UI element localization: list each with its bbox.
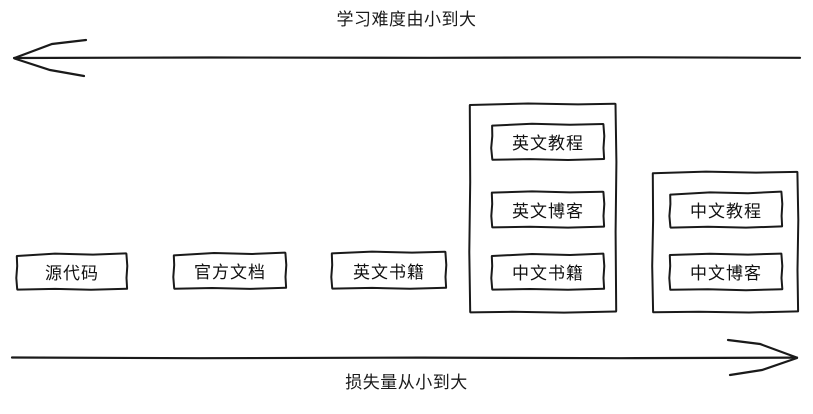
item-english-books[interactable]: 英文书籍 [330, 250, 448, 290]
top-axis-label: 学习难度由小到大 [336, 10, 477, 30]
item-source-code[interactable]: 源代码 [15, 252, 129, 291]
item-chinese-books[interactable]: 中文书籍 [490, 252, 606, 291]
item-english-tutorial[interactable]: 英文教程 [490, 122, 606, 161]
item-source-code-border [15, 252, 129, 291]
item-official-docs-border [172, 251, 288, 290]
item-chinese-books-border [490, 252, 606, 291]
item-official-docs[interactable]: 官方文档 [172, 251, 288, 290]
group-chinese-border [651, 170, 800, 314]
group-english-border [468, 102, 618, 314]
bottom-axis-label: 损失量从小到大 [345, 373, 468, 393]
group-chinese[interactable] [651, 170, 800, 314]
item-english-blog-border [490, 190, 606, 229]
item-chinese-tutorial-border [668, 190, 784, 229]
item-chinese-blog-border [668, 252, 784, 292]
item-english-books-border [330, 250, 448, 290]
item-chinese-tutorial[interactable]: 中文教程 [668, 190, 784, 229]
item-english-tutorial-border [490, 122, 606, 161]
item-chinese-blog[interactable]: 中文博客 [668, 252, 784, 292]
group-english[interactable] [468, 102, 618, 314]
item-english-blog[interactable]: 英文博客 [490, 190, 606, 229]
